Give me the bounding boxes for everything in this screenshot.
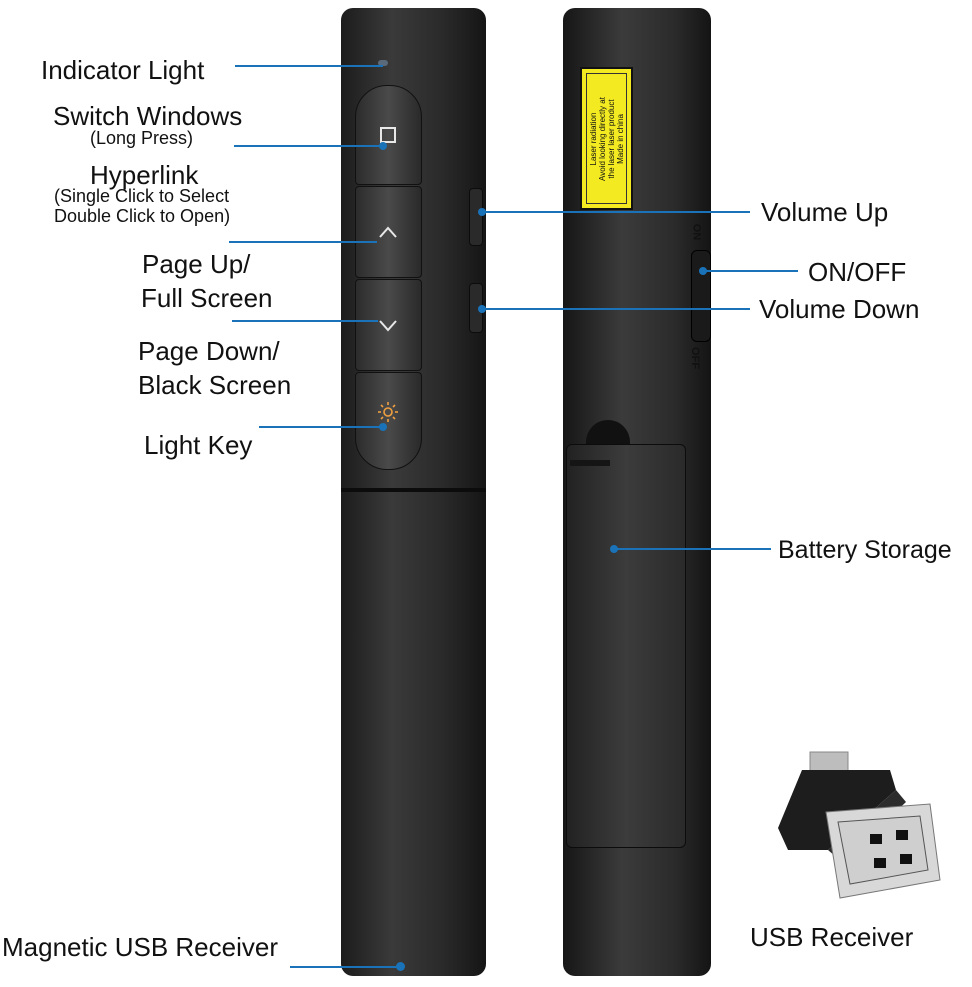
label-usb-receiver: USB Receiver [750, 922, 914, 952]
leader-magnetic-usb [290, 966, 398, 968]
label-page-up-2: Full Screen [141, 283, 273, 313]
leader-light-key [259, 426, 381, 428]
label-volume-down: Volume Down [759, 294, 920, 324]
square-icon [355, 124, 420, 150]
label-on-off: ON/OFF [808, 257, 907, 287]
label-light-key: Light Key [144, 430, 253, 460]
warning-line-2: Avoid looking directly at [597, 96, 607, 181]
light-key-button[interactable] [355, 372, 422, 470]
dot-light-key [379, 423, 387, 431]
sun-icon [355, 400, 420, 430]
volume-up-side-button[interactable] [469, 188, 483, 246]
label-page-down-1: Page Down/ [138, 336, 280, 366]
dot-switch-windows [379, 142, 387, 150]
warning-line-1: Laser radiation [588, 112, 598, 165]
leader-page-up [229, 241, 377, 243]
leader-volume-up [482, 211, 750, 213]
page-up-button[interactable] [355, 186, 422, 278]
label-battery-storage: Battery Storage [778, 536, 952, 564]
label-switch-windows: Switch Windows [53, 101, 243, 131]
leader-switch-windows [234, 145, 382, 147]
label-switch-windows-sub: (Long Press) [90, 128, 194, 148]
label-volume-up: Volume Up [761, 197, 889, 227]
chevron-up-icon [355, 220, 420, 246]
dot-volume-down [478, 305, 486, 313]
battery-cover[interactable] [566, 444, 686, 848]
dot-battery [610, 545, 618, 553]
switch-off-text: OFF [689, 347, 701, 369]
label-hyperlink-sub2: Double Click to Open) [54, 206, 231, 226]
switch-on-text: ON [690, 223, 703, 241]
front-split [341, 488, 486, 492]
leader-battery [614, 548, 771, 550]
label-page-up-1: Page Up/ [142, 249, 251, 279]
label-hyperlink-sub1: (Single Click to Select [54, 186, 230, 206]
chevron-down-icon [355, 314, 420, 340]
magnetic-receiver-dot [396, 962, 405, 971]
usb-receiver-image [778, 751, 941, 899]
leader-on-off [703, 270, 798, 272]
leader-indicator-light [235, 65, 383, 67]
dot-volume-up [478, 208, 486, 216]
leader-volume-down [482, 308, 750, 310]
label-magnetic-usb: Magnetic USB Receiver [2, 932, 278, 962]
warning-line-3: the laser laser product [606, 98, 616, 179]
laser-warning-label: Laser radiation Avoid looking directly a… [580, 67, 633, 210]
on-off-switch[interactable] [691, 250, 711, 342]
indicator-led [378, 60, 388, 66]
battery-cover-grip [570, 460, 610, 466]
label-page-down-2: Black Screen [138, 370, 292, 400]
warning-line-4: Made in china [615, 113, 625, 164]
label-indicator-light: Indicator Light [41, 55, 205, 85]
label-hyperlink: Hyperlink [90, 160, 199, 190]
page-down-button[interactable] [355, 279, 422, 371]
switch-windows-button[interactable] [355, 85, 422, 185]
leader-page-down [232, 320, 378, 322]
dot-on-off [699, 267, 707, 275]
